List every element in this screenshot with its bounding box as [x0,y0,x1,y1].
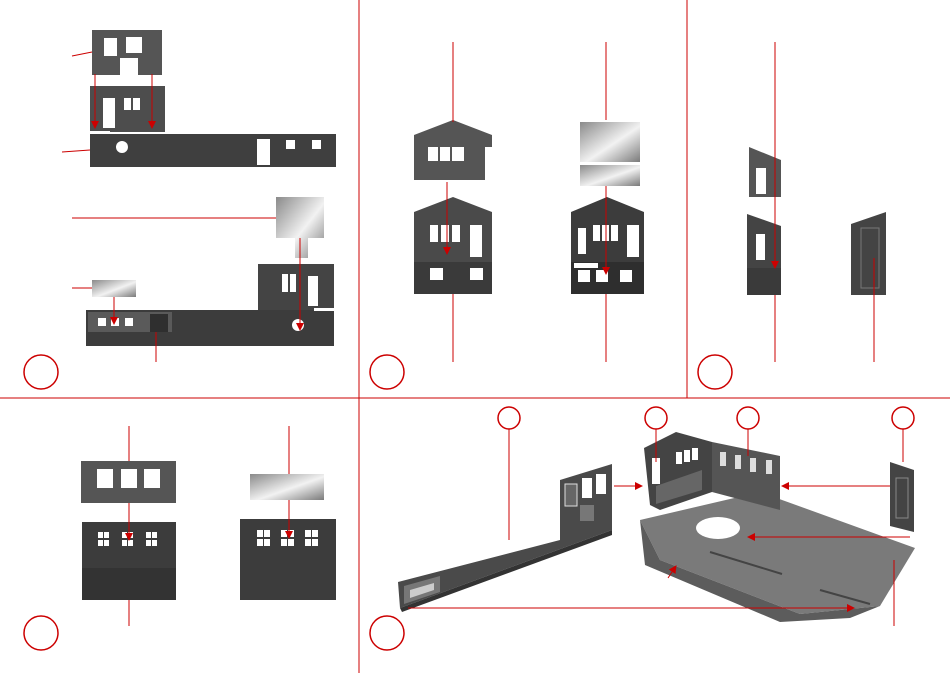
corner-walls [644,432,780,510]
gable-wall-assembled-right [571,197,644,294]
panel-4 [24,426,336,650]
middle-wall-part [90,86,165,132]
step-marker-2 [370,355,404,389]
side-wall-door [851,212,886,295]
side-wall-lower [747,214,781,295]
glass-panes-right [580,122,640,186]
panel-1 [24,30,336,389]
window-frame-part [81,461,176,503]
leader-lines-panel-3 [775,42,874,362]
step-marker-5 [370,616,404,650]
side-wall-upper [749,147,781,197]
front-wall-right [240,519,336,600]
separate-side-panel [890,462,914,532]
panel-5 [370,407,915,650]
gable-wall-lower-left [414,197,492,294]
gable-wall-upper-left [414,120,492,180]
perspective-long-wall [398,464,612,612]
panel-2 [370,42,644,389]
base-plate [640,492,915,622]
long-base-wall [90,131,336,167]
upper-wall-part [92,30,162,75]
glass-pane-panel-4 [250,474,324,500]
step-marker-4 [24,616,58,650]
step-marker-3 [698,355,732,389]
step-marker-1 [24,355,58,389]
callout-1 [498,407,520,429]
l-base-wall [86,264,334,346]
small-glass-part [92,280,136,297]
callout-4 [892,407,914,429]
leader-lines-panel-2 [447,42,606,362]
panel-3 [698,42,886,389]
callout-3 [737,407,759,429]
callout-2 [645,407,667,429]
